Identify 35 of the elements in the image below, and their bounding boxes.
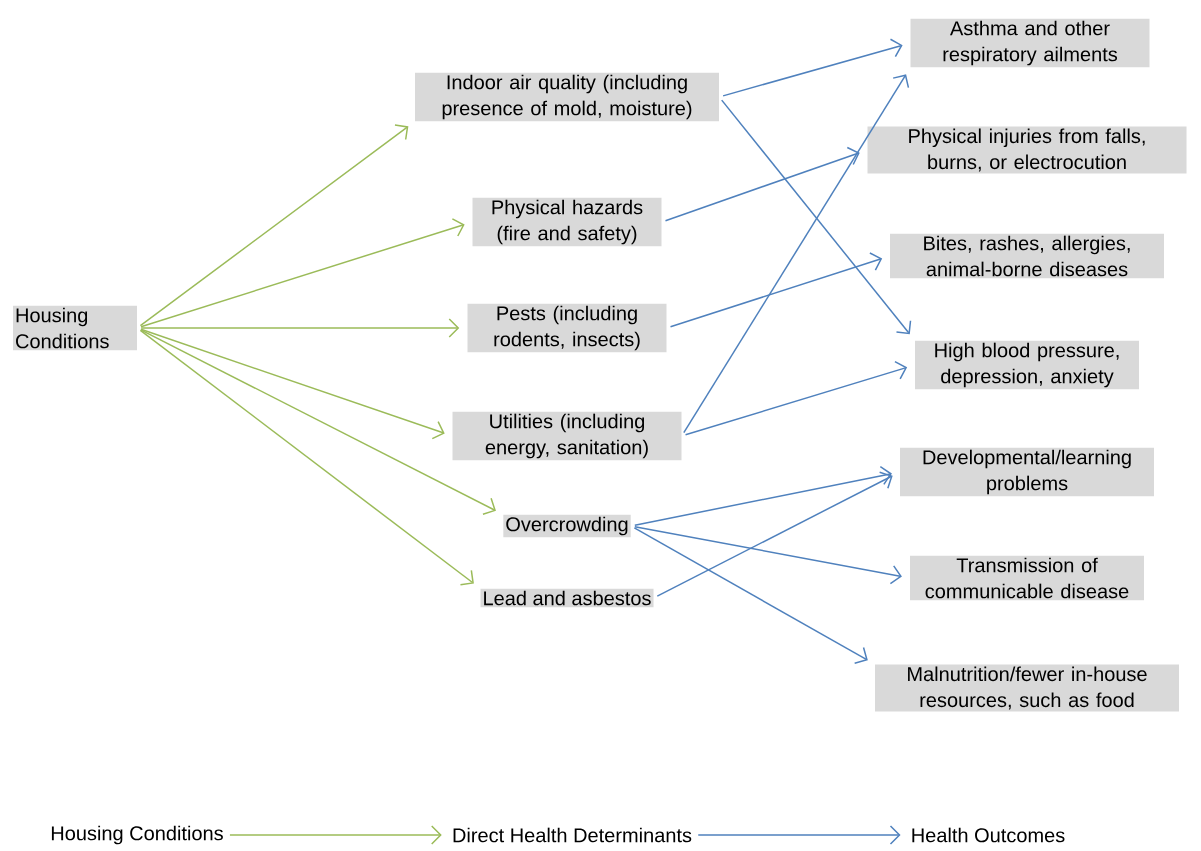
text-box: Physical injuries from falls, burns, or electrocution: [867, 126, 1187, 174]
text-box: Malnutrition/fewer in-house resources, such as food: [875, 664, 1179, 712]
text-box: Developmental/learning problems: [900, 447, 1154, 497]
text-box: High blood pressure, depression, anxiety: [915, 340, 1139, 390]
text-box: Indoor air quality (including presence of mold, moisture): [415, 72, 719, 122]
text-box: Asthma and other respiratory ailments: [910, 18, 1150, 68]
arrow: [722, 38, 903, 97]
arrow: [669, 252, 883, 328]
arrow: [656, 471, 893, 597]
text-box: Physical hazards (fire and safety): [472, 197, 662, 247]
text-box: Lead and asbestos: [480, 588, 654, 608]
arrow: [634, 465, 892, 526]
arrow: [140, 318, 460, 338]
arrow: [634, 526, 902, 585]
text-box: Transmission of communicable disease: [910, 555, 1144, 601]
text-box: Housing Conditions: [13, 305, 137, 351]
arrow: [720, 99, 912, 335]
arrow: [140, 328, 445, 440]
text-box: Pests (including rodents, insects): [467, 303, 667, 353]
arrow: [139, 124, 409, 327]
text-box: Overcrowding: [503, 514, 631, 538]
flow-label: Direct Health Determinants: [453, 827, 692, 843]
arrow: [140, 329, 496, 516]
arrow: [633, 527, 868, 664]
arrow: [140, 218, 465, 328]
text-box: Bites, rashes, allergies, animal-borne diseases: [890, 233, 1164, 279]
arrow: [229, 825, 442, 845]
arrow: [139, 329, 474, 586]
flow-label: Housing Conditions: [51, 825, 223, 845]
text-box: Utilities (including energy, sanitation): [452, 411, 682, 461]
arrow: [683, 74, 910, 434]
arrow: [664, 146, 860, 222]
flow-label: Health Outcomes: [912, 827, 1065, 843]
arrow: [697, 825, 901, 845]
arrow: [684, 360, 908, 436]
